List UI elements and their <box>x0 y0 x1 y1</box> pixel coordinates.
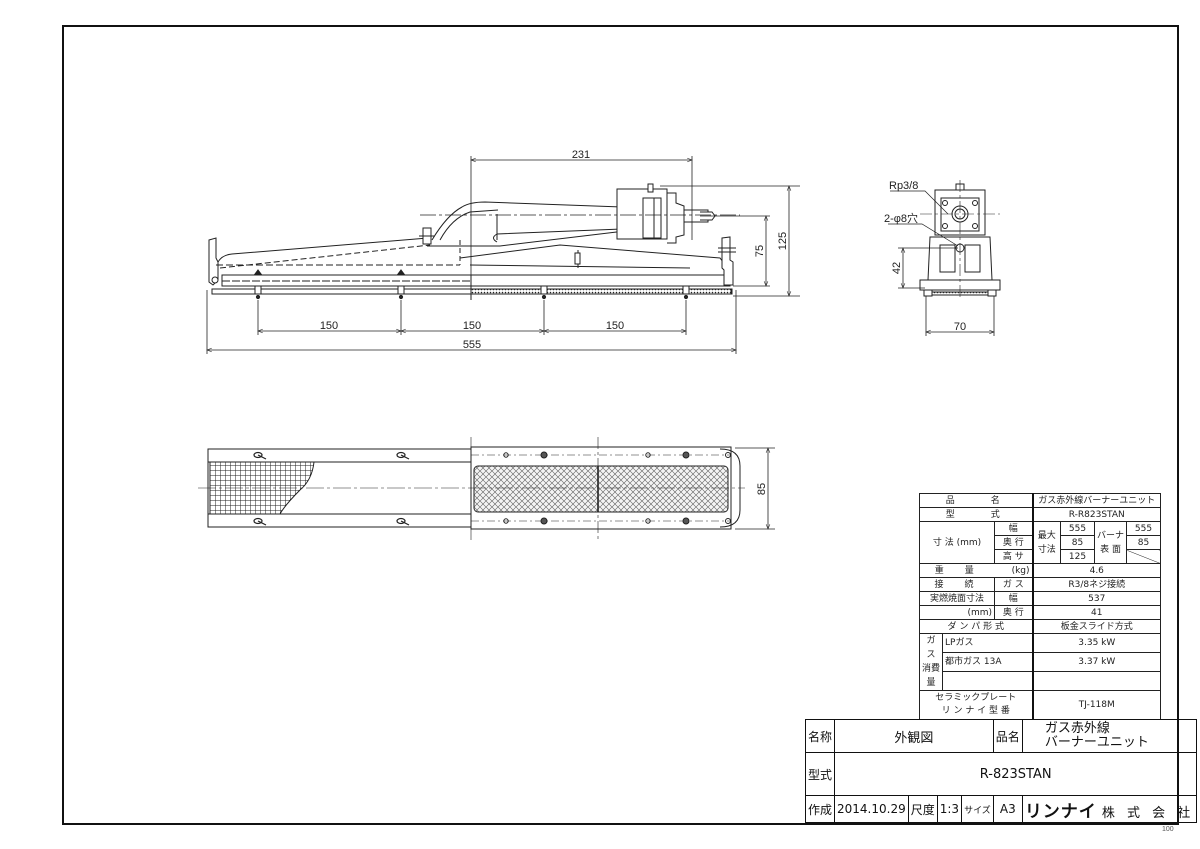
end-view-dimensions <box>898 247 995 336</box>
title-block: 名称 外観図 品名 ガス赤外線 バーナーユニット 型式 R-823STAN 作成… <box>804 719 1198 823</box>
dim-85: 85 <box>756 483 768 495</box>
spec-row-connection: 接 続 ガ ス R3/8ネジ接続 <box>918 577 1162 592</box>
end-view-labels: Rp3/8 2-φ8穴 42 70 <box>884 180 966 333</box>
holes-label: 2-φ8穴 <box>884 211 918 225</box>
spec-row-damper: ダ ン パ 形 式 板金スライド方式 <box>918 619 1162 634</box>
dim-555: 555 <box>463 339 481 351</box>
spec-row-combustion-width: 実燃焼面寸法 幅 537 <box>918 591 1162 606</box>
dim-70: 70 <box>954 321 966 333</box>
spec-row-dimensions-height: 高 サ 125 <box>920 549 1162 564</box>
title-row-model: 型式 R-823STAN <box>804 752 1198 796</box>
spec-row-gas-lp: ガ ス 消費量 LPガス 3.35 kW <box>918 633 1162 691</box>
dim-pitch-2: 150 <box>463 320 481 332</box>
spec-row-ceramic-plate: セラミックプレート リ ン ナ イ 型 番 TJ-118M <box>918 690 1162 720</box>
dim-42: 42 <box>891 262 903 274</box>
page-number: 100 <box>1162 826 1174 833</box>
blank-diagonal-cell <box>1126 549 1162 564</box>
drawing-frame <box>62 25 1179 825</box>
company-name: リンナイ 株 式 会 社 <box>1021 795 1198 823</box>
dim-75: 75 <box>754 245 766 257</box>
side-view <box>208 183 740 300</box>
spec-table: 品 名 ガス赤外線バーナーユニット 型 式 R-R823STAN 寸 法 (mm… <box>918 493 1162 720</box>
title-row-created: 作成 2014.10.29 尺度 1:3 サイズ A3 リンナイ 株 式 会 社 <box>804 795 1198 823</box>
spec-row-gas-blank <box>920 671 1162 691</box>
pipe-thread-label: Rp3/8 <box>889 180 918 192</box>
spec-row-weight: 重 量 (kg) 4.6 <box>918 563 1162 578</box>
spec-row-gas-city: 都市ガス 13A 3.37 kW <box>920 652 1162 672</box>
dim-pitch-3: 150 <box>606 320 624 332</box>
spec-row-dimensions-width: 寸 法 (mm) 幅 最大寸法 555 バーナ表 面 555 <box>918 521 1162 564</box>
spec-row-product-name: 品 名 ガス赤外線バーナーユニット <box>918 493 1162 508</box>
side-view-dimension-labels: 231 75 125 150 150 150 555 <box>320 149 789 351</box>
title-row-name: 名称 外観図 品名 ガス赤外線 バーナーユニット <box>804 719 1198 753</box>
top-view-dimensions <box>735 447 775 530</box>
spec-row-model: 型 式 R-R823STAN <box>918 507 1162 522</box>
company-logo: リンナイ <box>1024 801 1097 822</box>
dim-125: 125 <box>777 232 789 250</box>
dim-pitch-1: 150 <box>320 320 338 332</box>
dim-231: 231 <box>572 149 590 161</box>
side-view-dimensions <box>206 156 800 354</box>
spec-row-combustion-depth: (mm) 奥 行 41 <box>918 605 1162 620</box>
end-view <box>888 180 1001 300</box>
top-view <box>198 437 745 540</box>
